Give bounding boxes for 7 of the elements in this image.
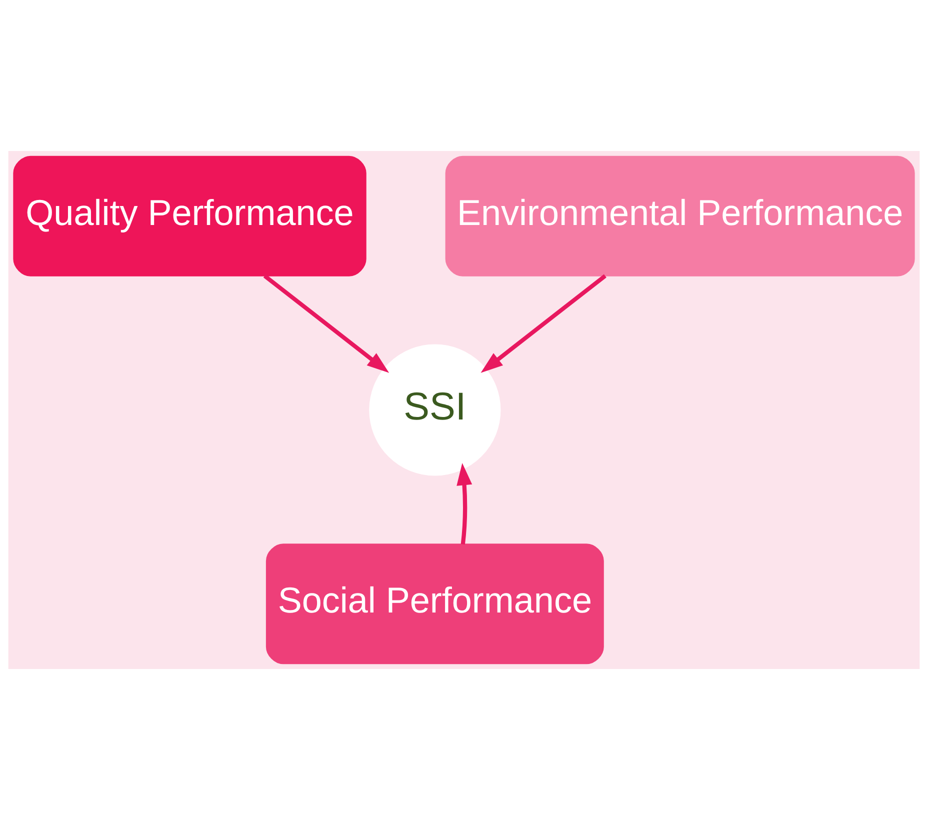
arrow — [480, 274, 606, 372]
arrow — [456, 462, 472, 544]
node-circle: SSI — [369, 344, 501, 476]
node-box: Social Performance — [266, 543, 604, 664]
node-box: Quality Performance — [13, 155, 366, 276]
arrow — [263, 274, 390, 372]
node-box: Environmental Performance — [445, 155, 915, 276]
